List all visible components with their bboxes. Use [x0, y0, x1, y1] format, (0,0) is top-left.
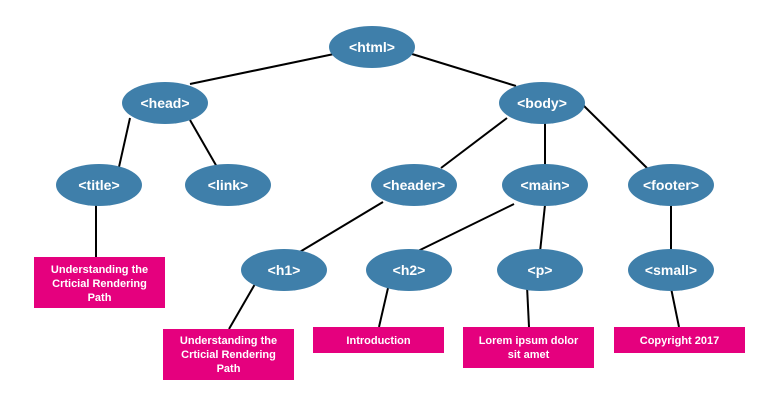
edge-head-title	[118, 117, 131, 168]
edge-body-header	[440, 117, 508, 169]
edge-main-p	[539, 204, 546, 253]
node-p-label: <p>	[528, 262, 553, 278]
edge-html-head	[189, 53, 335, 85]
node-link-label: <link>	[208, 177, 248, 193]
node-title[interactable]: <title>	[56, 164, 142, 206]
text-node-title[interactable]: Understanding the Crticial Rendering Pat…	[34, 257, 165, 308]
edge-p-text	[526, 285, 530, 328]
text-node-title-line: Path	[88, 292, 112, 304]
text-node-title-line: Crticial Rendering	[52, 278, 147, 290]
node-h1[interactable]: <h1>	[241, 249, 327, 291]
node-main[interactable]: <main>	[502, 164, 588, 206]
node-footer-label: <footer>	[643, 177, 699, 193]
node-footer[interactable]: <footer>	[628, 164, 714, 206]
edge-head-link	[189, 119, 218, 168]
edge-html-body	[411, 53, 517, 87]
text-node-h1[interactable]: Understanding the Crticial Rendering Pat…	[163, 329, 294, 380]
node-html[interactable]: <html>	[329, 26, 415, 68]
node-body[interactable]: <body>	[499, 82, 585, 124]
edge-small-text	[670, 287, 680, 328]
node-head[interactable]: <head>	[122, 82, 208, 124]
node-header[interactable]: <header>	[371, 164, 457, 206]
node-h2-label: <h2>	[393, 262, 426, 278]
text-node-p-line: Lorem ipsum dolor	[479, 335, 579, 347]
text-node-h1-line: Path	[217, 363, 241, 375]
text-node-h2-line: Introduction	[346, 335, 410, 347]
node-body-label: <body>	[517, 95, 567, 111]
text-node-small-line: Copyright 2017	[640, 335, 719, 347]
node-p[interactable]: <p>	[497, 249, 583, 291]
node-title-label: <title>	[78, 177, 119, 193]
element-nodes: <html> <head> <body> <title> <link> <hea…	[56, 26, 714, 291]
text-node-h2[interactable]: Introduction	[313, 327, 444, 353]
text-node-title-line: Understanding the	[51, 264, 148, 276]
node-header-label: <header>	[383, 177, 445, 193]
node-h2[interactable]: <h2>	[366, 249, 452, 291]
node-h1-label: <h1>	[268, 262, 301, 278]
edge-header-h1	[297, 201, 384, 254]
edge-main-h2	[417, 203, 515, 252]
edge-h2-text	[378, 287, 389, 328]
node-main-label: <main>	[520, 177, 569, 193]
text-node-p[interactable]: Lorem ipsum dolor sit amet	[463, 327, 594, 368]
edge-body-footer	[581, 103, 648, 169]
node-html-label: <html>	[349, 39, 395, 55]
text-nodes: Understanding the Crticial Rendering Pat…	[34, 257, 745, 380]
text-node-h1-line: Understanding the	[180, 335, 277, 347]
node-link[interactable]: <link>	[185, 164, 271, 206]
node-head-label: <head>	[140, 95, 189, 111]
text-node-h1-line: Crticial Rendering	[181, 349, 276, 361]
edge-h1-text	[228, 283, 256, 330]
node-small-label: <small>	[645, 262, 697, 278]
text-node-small[interactable]: Copyright 2017	[614, 327, 745, 353]
text-node-p-line: sit amet	[508, 349, 550, 361]
node-small[interactable]: <small>	[628, 249, 714, 291]
edges	[95, 53, 680, 330]
